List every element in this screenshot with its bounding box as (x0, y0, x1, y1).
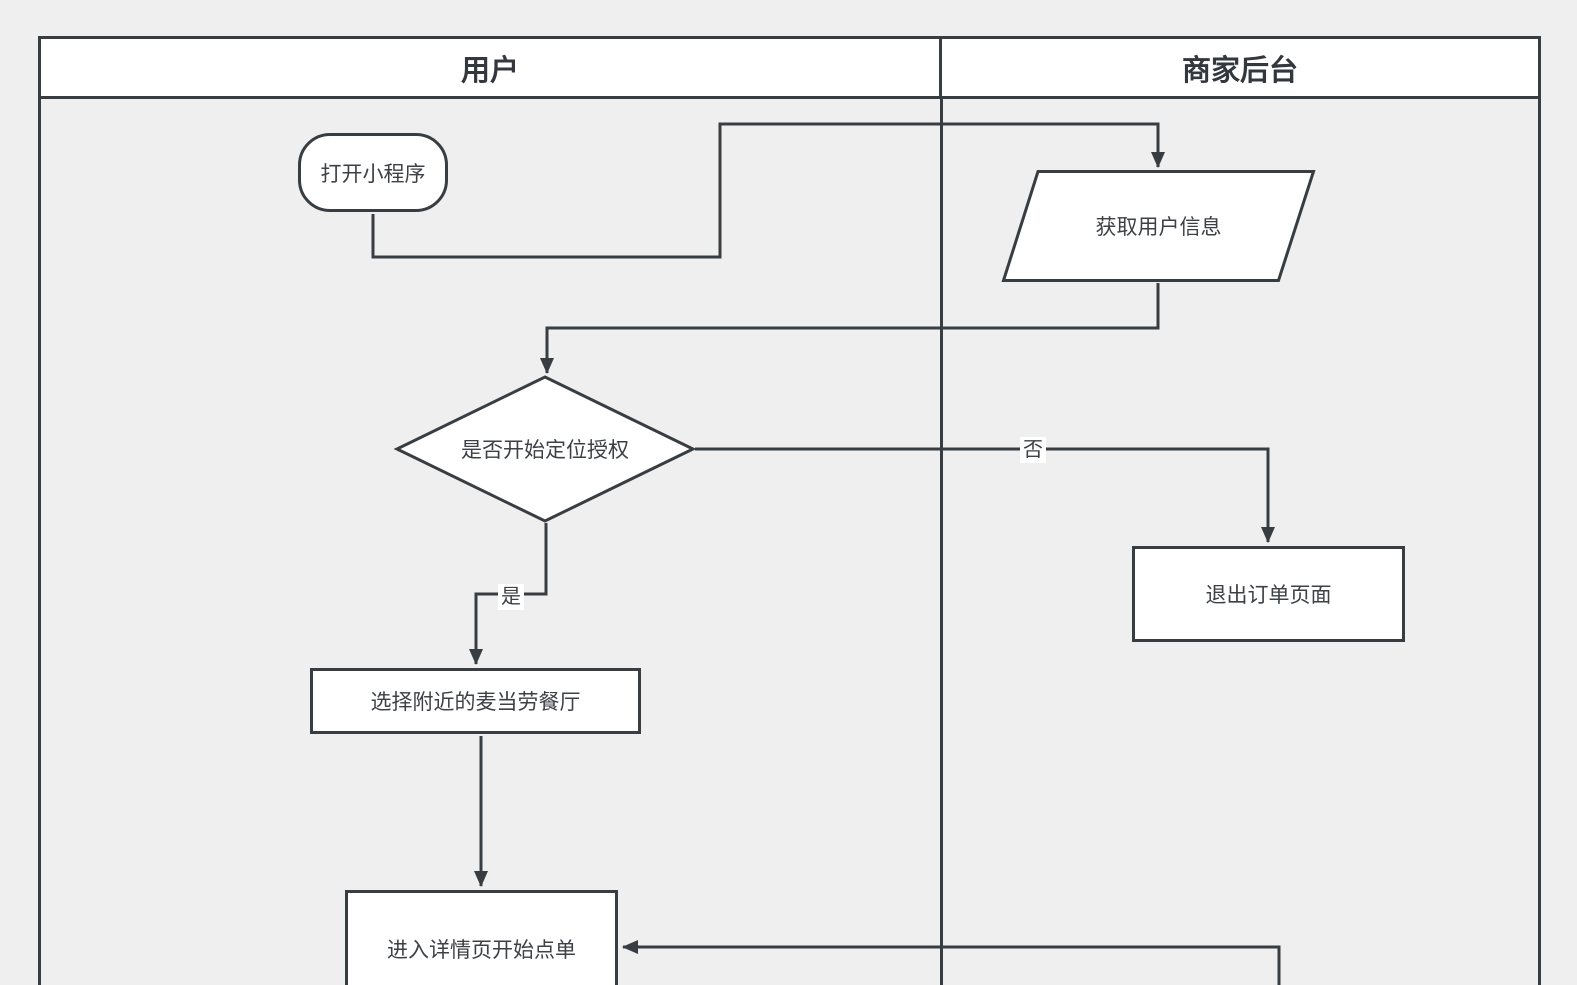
edge-start-to-get-user-info (371, 122, 1165, 259)
node-start-label: 打开小程序 (320, 162, 426, 186)
edge-return-to-enter-detail (622, 940, 1281, 985)
lane-header-user[interactable]: 用户 (38, 36, 942, 99)
node-auth-decision-shape[interactable] (393, 375, 697, 523)
edge-label-yes: 是 (498, 584, 524, 610)
lane-title-merchant: 商家后台 (1181, 54, 1298, 87)
node-exit-order[interactable]: 退出订单页面 (1132, 546, 1405, 642)
lane-divider (940, 99, 943, 985)
node-select-restaurant[interactable]: 选择附近的麦当劳餐厅 (310, 668, 641, 734)
lane-header-merchant[interactable]: 商家后台 (939, 36, 1541, 99)
node-enter-detail-label: 进入详情页开始点单 (387, 939, 576, 962)
edge-decision-no-to-exit-order (695, 447, 1275, 543)
edge-get-user-info-to-decision (540, 283, 1160, 374)
edge-label-no: 否 (1020, 437, 1046, 463)
lane-title-user: 用户 (460, 54, 519, 87)
node-get-user-info-shape[interactable] (1001, 170, 1316, 282)
node-exit-order-label: 退出订单页面 (1205, 584, 1332, 607)
node-enter-detail[interactable]: 进入详情页开始点单 (345, 890, 618, 985)
node-start[interactable]: 打开小程序 (298, 133, 448, 212)
node-select-restaurant-label: 选择附近的麦当劳餐厅 (370, 691, 581, 714)
